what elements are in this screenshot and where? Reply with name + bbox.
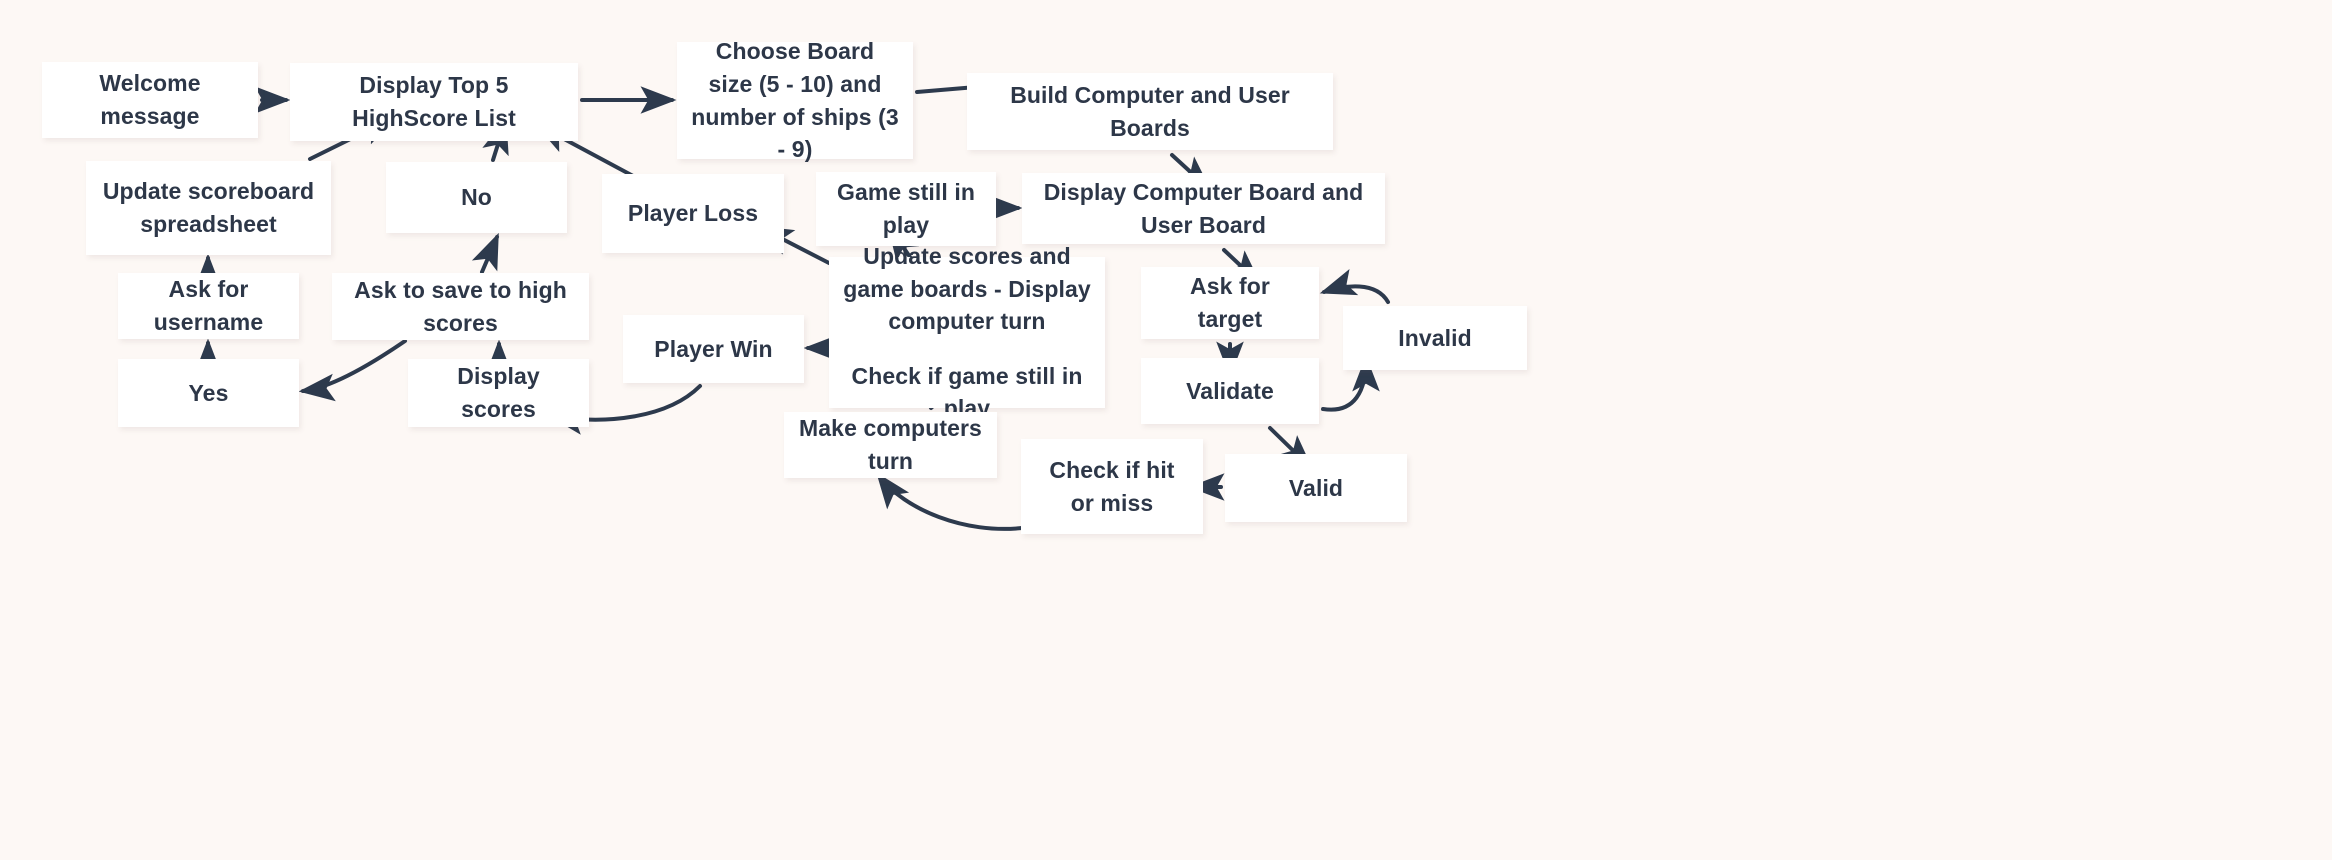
node-invalid[interactable]: Invalid (1343, 306, 1527, 370)
node-no[interactable]: No (386, 162, 567, 233)
node-label: Ask to save to high scores (354, 276, 567, 336)
node-label: Choose Board size (5 - 10) and number of… (691, 38, 899, 163)
node-label: Make computers turn (799, 415, 982, 474)
node-game-still-in-play[interactable]: Game still in play (816, 172, 996, 246)
node-ask-for-target[interactable]: Ask for target (1141, 267, 1319, 339)
node-build-computer-and-user-boards[interactable]: Build Computer and User Boards (967, 73, 1333, 150)
edge-hit-or-miss-to-computers-turn (876, 472, 1024, 531)
node-update-scoreboard-spreadsheet[interactable]: Update scoreboard spreadsheet (86, 161, 331, 255)
node-yes[interactable]: Yes (118, 359, 299, 427)
node-label: Ask for target (1190, 273, 1270, 332)
node-player-win[interactable]: Player Win (623, 315, 804, 383)
node-label: Build Computer and User Boards (1010, 81, 1290, 141)
node-display-top5-highscore-list[interactable]: Display Top 5 HighScore List (290, 63, 578, 141)
node-label: Update scores and game boards - Display … (843, 242, 1091, 335)
node-ask-for-username[interactable]: Ask for username (118, 273, 299, 339)
node-label: Check if hit or miss (1049, 456, 1175, 516)
edge-ask-save-to-yes (298, 339, 407, 402)
node-update-scores-and-game-boards[interactable]: Update scores and game boards - Display … (829, 243, 1105, 421)
node-label: Display scores (457, 363, 540, 422)
node-label: Validate (1186, 377, 1274, 404)
node-label: Yes (188, 379, 229, 406)
node-label: Player Win (654, 335, 773, 362)
node-check-if-hit-or-miss[interactable]: Check if hit or miss (1021, 439, 1203, 534)
node-label: Invalid (1398, 324, 1472, 351)
node-label: No (461, 184, 492, 211)
node-validate[interactable]: Validate (1141, 358, 1319, 424)
edge-invalid-to-ask-target (1319, 268, 1390, 304)
node-label: Display Top 5 HighScore List (352, 72, 516, 131)
node-display-scores[interactable]: Display scores (408, 359, 589, 427)
node-label: Game still in play (836, 179, 976, 238)
node-make-computers-turn[interactable]: Make computers turn (784, 412, 997, 478)
node-welcome-message[interactable]: Welcome message (42, 62, 258, 138)
node-display-computer-board-and-user-board[interactable]: Display Computer Board and User Board (1022, 173, 1385, 244)
node-choose-board-size[interactable]: Choose Board size (5 - 10) and number of… (677, 38, 913, 162)
node-player-loss[interactable]: Player Loss (602, 174, 784, 253)
node-label: Valid (1288, 474, 1344, 501)
node-ask-to-save-to-high-scores[interactable]: Ask to save to high scores (332, 273, 589, 340)
node-label: Welcome message (99, 70, 201, 129)
edge-ask-save-to-no (471, 232, 499, 274)
node-label: Player Loss (627, 200, 759, 227)
node-valid[interactable]: Valid (1225, 454, 1407, 522)
node-label: Ask for username (153, 276, 264, 335)
node-label: Update scoreboard spreadsheet (102, 178, 315, 237)
node-label: Display Computer Board and User Board (1043, 178, 1364, 238)
